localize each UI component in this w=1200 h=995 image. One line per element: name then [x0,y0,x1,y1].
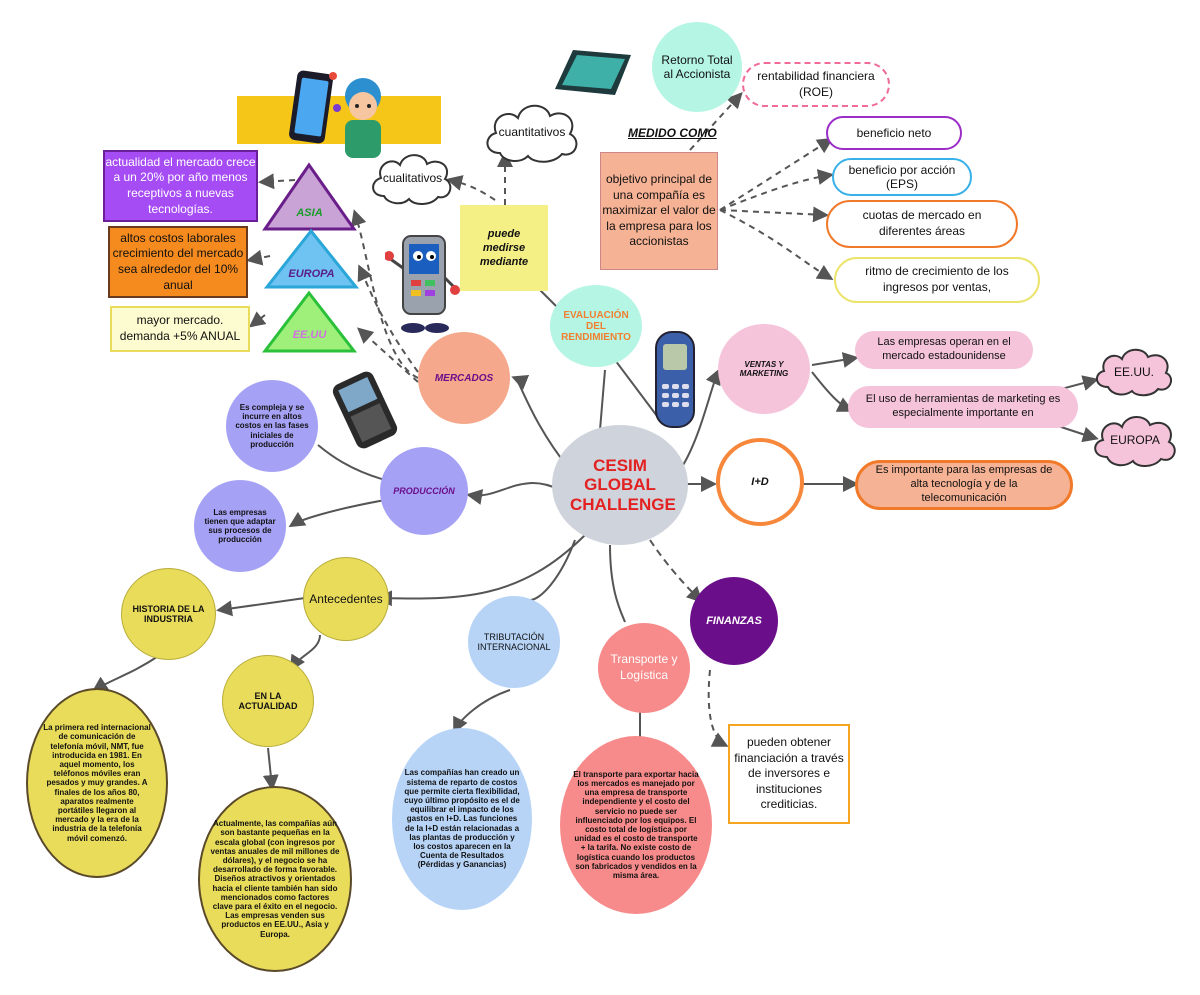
medido-como-label: MEDIDO COMO [628,126,717,140]
beneficio-neto-node: beneficio neto [826,116,962,150]
cuotas-text: cuotas de mercado en diferentes áreas [862,208,982,238]
antecedentes-node[interactable]: Antecedentes [303,557,389,641]
historia-text-node: La primera red internacional de comunica… [26,688,168,878]
id-text: Es importante para las empresas de alta … [875,464,1053,504]
ventas-operan-node: Las empresas operan en el mercado estado… [855,331,1033,369]
roe-text: rentabilidad financiera (ROE) [757,68,875,99]
tributacion-node[interactable]: TRIBUTACIÓN INTERNACIONAL [468,596,560,688]
triangle-asia [262,162,357,231]
cloud-cualitativos [372,154,452,205]
finanzas-text: pueden obtener financiación a través de … [734,735,844,812]
transporte-label: Transporte y Logística [610,652,678,682]
cualitativos-text: cualitativos [382,171,443,185]
asia-label: ASIA [296,207,323,219]
evaluacion-node: EVALUACIÓN DEL RENDIMIENTO [550,285,642,367]
actualidad-text: Actualmente, las compañías aún son basta… [210,819,340,939]
ventas-node[interactable]: VENTAS Y MARKETING [718,324,810,414]
finanzas-label: FINANZAS [706,615,762,627]
beneficio-neto-text: beneficio neto [856,126,932,140]
produccion-node[interactable]: PRODUCCIÓN [380,447,468,535]
europa-label: EUROPA [288,268,335,280]
center-title: CESIM GLOBAL CHALLENGE [570,455,676,514]
objetivo-box: objetivo principal de una compañía es ma… [600,152,718,270]
europa-box: altos costos laborales crecimiento del m… [108,226,248,298]
ventas-operan-text: Las empresas operan en el mercado estado… [877,336,1011,362]
objetivo-text: objetivo principal de una compañía es ma… [602,172,716,249]
transporte-node[interactable]: Transporte y Logística [598,623,690,713]
actualidad-text-node: Actualmente, las compañías aún son basta… [198,786,352,972]
historia-label: HISTORIA DE LA INDUSTRIA [132,603,205,624]
ventas-uso-node: El uso de herramientas de marketing es e… [848,386,1078,428]
ritmo-text: ritmo de crecimiento de los ingresos por… [865,264,1009,294]
produccion-adaptar-text: Las empresas tienen que adaptar sus proc… [204,507,276,545]
tributacion-text: Las compañías han creado un sistema de r… [404,768,520,870]
ventas-europa-text: EUROPA [1110,433,1160,447]
europa-text: altos costos laborales crecimiento del m… [112,230,244,292]
historia-text: La primera red internacional de comunica… [43,723,151,843]
historia-node: HISTORIA DE LA INDUSTRIA [121,568,216,660]
eps-node: beneficio por acción (EPS) [832,158,972,196]
produccion-label: PRODUCCIÓN [393,486,455,496]
yellow-banner [237,96,441,144]
asia-text: actualidad el mercado crece a un 20% por… [105,154,256,216]
ventas-label: VENTAS Y MARKETING [739,360,789,378]
antecedentes-label: Antecedentes [309,592,383,606]
id-label: I+D [751,476,769,488]
evaluacion-note: puede medirse mediante [460,205,548,291]
smartphone-icon [555,50,631,95]
ritmo-node: ritmo de crecimiento de los ingresos por… [834,257,1040,303]
cuotas-node: cuotas de mercado en diferentes áreas [826,200,1018,248]
cloud-europa [1094,416,1176,467]
mercados-label: MERCADOS [434,372,494,384]
produccion-compleja-text: Es compleja y se incurre en altos costos… [235,403,309,449]
retorno-text: Retorno Total al Accionista [661,52,733,81]
eeuu-text: mayor mercado. demanda +5% ANUAL [119,313,241,343]
finanzas-box: pueden obtener financiación a través de … [728,724,850,824]
roe-node: rentabilidad financiera (ROE) [742,62,890,107]
tributacion-text-node: Las compañías han creado un sistema de r… [392,728,532,910]
produccion-adaptar-node: Las empresas tienen que adaptar sus proc… [194,480,286,572]
transporte-text: El transporte para exportar hacia los me… [573,769,699,880]
produccion-compleja-node: Es compleja y se incurre en altos costos… [226,380,318,472]
eeuu-box: mayor mercado. demanda +5% ANUAL [110,306,250,352]
transporte-text-node: El transporte para exportar hacia los me… [560,736,712,914]
ventas-eeuu-text: EE.UU. [1113,365,1154,379]
cloud-cuantitativos [486,104,578,163]
retorno-node: Retorno Total al Accionista [652,22,742,112]
nokia-phone-icon [655,331,695,428]
phone-mascot-icon [385,235,460,333]
ventas-uso-text: El uso de herramientas de marketing es e… [865,393,1061,419]
qwerty-phone-icon [332,371,398,449]
center-node: CESIM GLOBAL CHALLENGE [552,425,688,545]
evaluacion-note-text: puede medirse mediante [479,227,529,269]
triangle-europa [264,228,359,289]
cuantitativos-text: cuantitativos [498,125,566,139]
tributacion-label: TRIBUTACIÓN INTERNACIONAL [477,631,551,652]
finanzas-node[interactable]: FINANZAS [690,577,778,665]
cloud-eeuu [1096,348,1173,397]
cartoon-phone-user-icon [289,70,381,158]
asia-box: actualidad el mercado crece a un 20% por… [103,150,258,222]
eeuu-label: EE.UU [292,329,327,341]
actualidad-node: EN LA ACTUALIDAD [222,655,314,747]
id-text-node: Es importante para las empresas de alta … [855,460,1073,510]
id-node[interactable]: I+D [716,438,804,526]
actualidad-label: EN LA ACTUALIDAD [238,690,298,711]
eps-text: beneficio por acción (EPS) [848,162,956,191]
triangle-eeuu [262,290,357,353]
mercados-node[interactable]: MERCADOS [418,332,510,424]
evaluacion-label: EVALUACIÓN DEL RENDIMIENTO [561,309,631,343]
